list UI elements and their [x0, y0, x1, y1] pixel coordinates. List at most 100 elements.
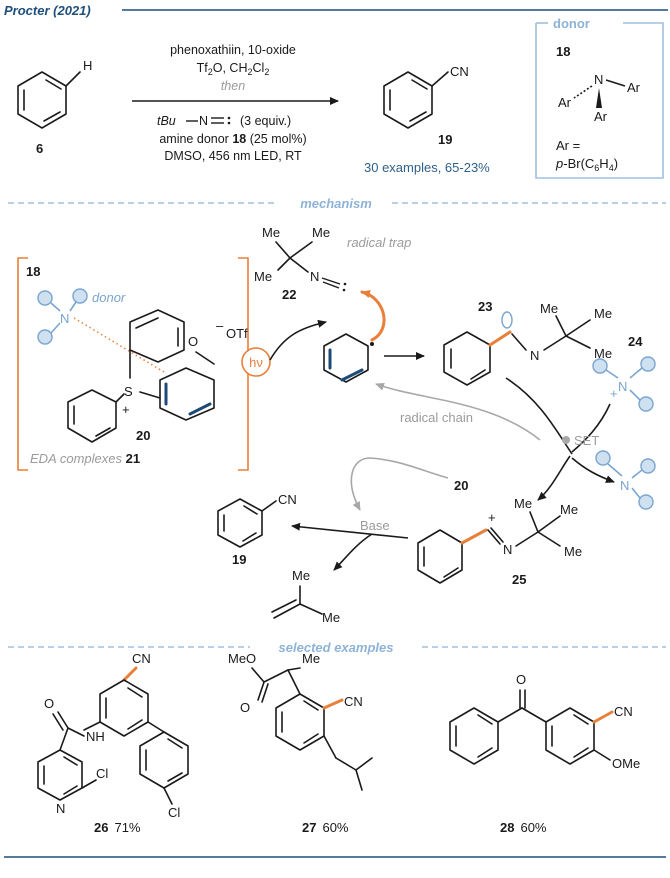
eda-s: S — [124, 384, 133, 399]
scope-text: 30 examples, 65-23% — [364, 160, 490, 175]
e28-cn: CN — [614, 704, 633, 719]
label-22: 22 — [282, 287, 296, 302]
donor-ar2: Ar — [558, 95, 572, 110]
base-arrow — [291, 522, 409, 539]
reactant-h: H — [83, 58, 92, 73]
mechanism-title: mechanism — [300, 196, 372, 211]
set-label: SET — [574, 433, 599, 448]
label-24: 24 — [628, 334, 643, 349]
label-25: 25 — [512, 572, 526, 587]
benzonitrile-19-mech — [217, 498, 277, 548]
n-regen: N — [620, 478, 629, 493]
donor-n: N — [594, 72, 603, 87]
me-22a: Me — [262, 225, 280, 240]
trap-arrow — [360, 290, 386, 342]
me-iso1: Me — [292, 568, 310, 583]
label-18: 18 — [26, 264, 40, 279]
aryl-radical — [323, 333, 374, 383]
n-22: N — [310, 269, 319, 284]
cond-line1: phenoxathiin, 10-oxide — [170, 43, 296, 57]
radical-chain-arrow — [375, 382, 541, 441]
me-25b: Me — [560, 502, 578, 517]
set-arrow-amine — [571, 457, 615, 483]
radical-trap-label: radical trap — [347, 235, 411, 250]
e27-meo: MeO — [228, 651, 256, 666]
isobutene: Me Me — [271, 568, 340, 625]
n-23: N — [530, 348, 539, 363]
examples-divider: selected examples — [8, 640, 666, 655]
me-22c: Me — [254, 269, 272, 284]
me-23a: Me — [540, 301, 558, 316]
donor-num: 18 — [556, 44, 570, 59]
donor-ar-def1: Ar = — [556, 138, 580, 153]
imidoyl-radical-23: 23 N Me Me Me — [443, 299, 612, 386]
me-23c: Me — [594, 346, 612, 361]
radical-chain-label: radical chain — [400, 410, 473, 425]
donor-box: donor 18 N Ar Ar Ar Ar = p-Br(C6H4) — [535, 16, 664, 179]
me-25c: Me — [564, 544, 582, 559]
eda-o: O — [188, 334, 198, 349]
donor-ar1: Ar — [627, 80, 641, 95]
base-label: Base — [360, 518, 390, 533]
label-19-mech: 19 — [232, 552, 246, 567]
eda-plus: + — [122, 402, 130, 417]
cn-19-mech: CN — [278, 492, 297, 507]
isobutene-arrow — [333, 533, 373, 571]
me-23b: Me — [594, 306, 612, 321]
amine-radical-cation-24: 24 N + — [592, 334, 656, 412]
cond-equiv: (3 equiv.) — [240, 114, 291, 128]
me-22b: Me — [312, 225, 330, 240]
cond-last: DMSO, 456 nm LED, RT — [164, 149, 302, 163]
donor-ar3: Ar — [594, 109, 608, 124]
e28-ome: OMe — [612, 756, 640, 771]
reagent-20-arrow — [350, 457, 449, 511]
examples-title: selected examples — [279, 640, 394, 655]
label-23: 23 — [478, 299, 492, 314]
cond-line2: Tf2O, CH2Cl2 — [197, 61, 270, 77]
isocyanide-22: Me Me Me N 22 radical trap — [254, 225, 411, 302]
me-iso2: Me — [322, 610, 340, 625]
set-dot — [562, 436, 570, 444]
amine-regenerated: N — [595, 450, 656, 510]
donor-title: donor — [553, 16, 590, 31]
set-arrow-out — [537, 455, 571, 501]
mechanism: Me Me Me N 22 radical trap 18 — [17, 225, 656, 625]
top-scheme: H 6 phenoxathiin, 10-oxide Tf2O, CH2Cl2 … — [17, 43, 490, 175]
hv-label: hν — [249, 355, 263, 370]
e26-cl2: Cl — [168, 805, 180, 820]
e26-n: N — [56, 801, 65, 816]
label-20b: 20 — [454, 478, 468, 493]
donor-word: donor — [92, 290, 126, 305]
set-arrow-donor — [571, 403, 611, 453]
cond-tbu: tBu — [157, 114, 176, 128]
eda-n: N — [60, 311, 69, 326]
cond-amine: amine donor 18 (25 mol%) — [159, 132, 306, 146]
benzene-6 — [17, 71, 81, 129]
e27-me: Me — [302, 651, 320, 666]
hv-arrow — [269, 319, 327, 361]
iso-n: N — [199, 114, 208, 128]
nitrilium-25: + N Me Me Me 25 — [417, 496, 582, 587]
e27-o: O — [240, 700, 250, 715]
header: Procter (2021) — [4, 3, 668, 18]
mechanism-divider: mechanism — [8, 196, 666, 211]
product-label: 19 — [438, 132, 452, 147]
eda-minus: – — [216, 318, 224, 333]
eda-complex: 18 N donor O OTf – S + — [17, 257, 271, 471]
e28-o: O — [516, 672, 526, 687]
donor-ar-def2: p-Br(C6H4) — [555, 156, 618, 173]
me-25a: Me — [514, 496, 532, 511]
header-title: Procter (2021) — [4, 3, 91, 18]
e26-cn: CN — [132, 651, 151, 666]
plus-25: + — [488, 510, 496, 525]
e26-cl1: Cl — [96, 766, 108, 781]
product-cn: CN — [450, 64, 469, 79]
plus-24: + — [610, 386, 618, 401]
e26-nh: NH — [86, 729, 105, 744]
